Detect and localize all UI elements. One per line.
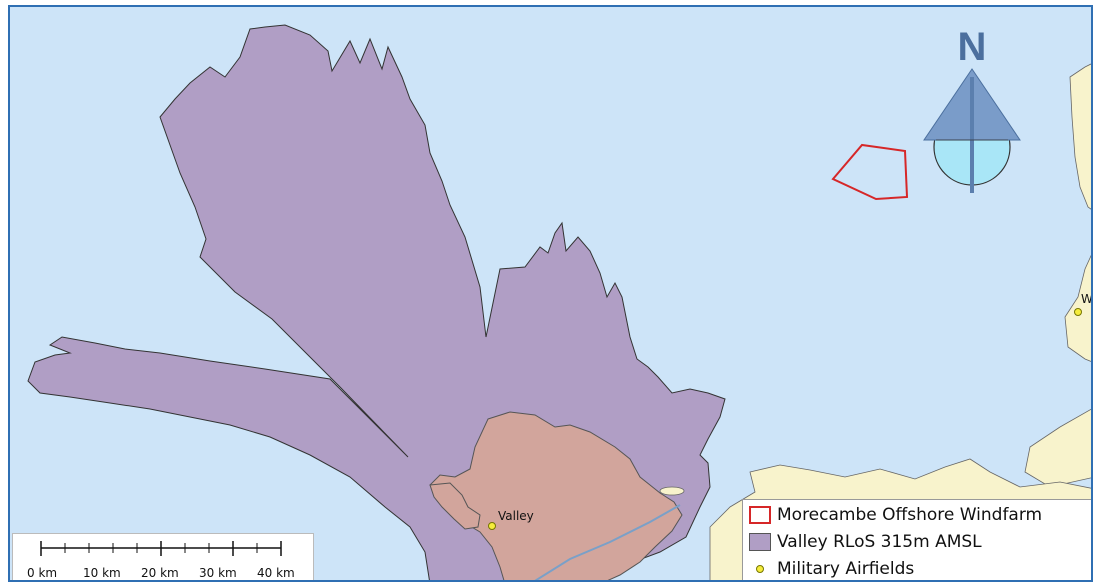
north-arrow [923,68,1021,193]
scale-label-20: 20 km [141,566,179,580]
scale-label-10: 10 km [83,566,121,580]
place-label-valley: Valley [498,509,534,523]
map-frame[interactable]: N Valley Wo 0 km 10 km 20 km 30 km 40 km… [8,5,1093,582]
holy-island [429,482,481,530]
legend-label-airfields: Military Airfields [777,559,915,579]
scale-bar-ruler [40,541,282,556]
scale-label-0: 0 km [27,566,58,580]
legend-item-rlos[interactable]: Valley RLoS 315m AMSL [749,530,982,554]
map-canvas[interactable]: N [10,7,1093,582]
map-legend: Morecambe Offshore Windfarm Valley RLoS … [742,499,1091,580]
legend-item-windfarm[interactable]: Morecambe Offshore Windfarm [749,503,1042,527]
windfarm-outline[interactable] [831,143,909,201]
airfield-marker-wo[interactable] [1074,308,1082,316]
land-england-north [1069,63,1091,210]
airfield-marker-valley[interactable] [488,522,496,530]
legend-label-rlos: Valley RLoS 315m AMSL [777,532,982,552]
legend-swatch-airfields [749,560,771,578]
small-island [659,486,685,496]
place-label-wo: Wo [1081,292,1093,306]
scale-bar: 0 km 10 km 20 km 30 km 40 km [12,533,314,580]
scale-label-40: 40 km [257,566,295,580]
compass-north-letter: N [958,25,987,69]
legend-item-airfields[interactable]: Military Airfields [749,557,915,580]
legend-swatch-rlos [749,533,771,551]
legend-swatch-windfarm [749,506,771,524]
legend-label-windfarm: Morecambe Offshore Windfarm [777,505,1043,525]
land-england-south [1024,408,1091,488]
menai-strait [534,504,681,580]
scale-label-30: 30 km [199,566,237,580]
